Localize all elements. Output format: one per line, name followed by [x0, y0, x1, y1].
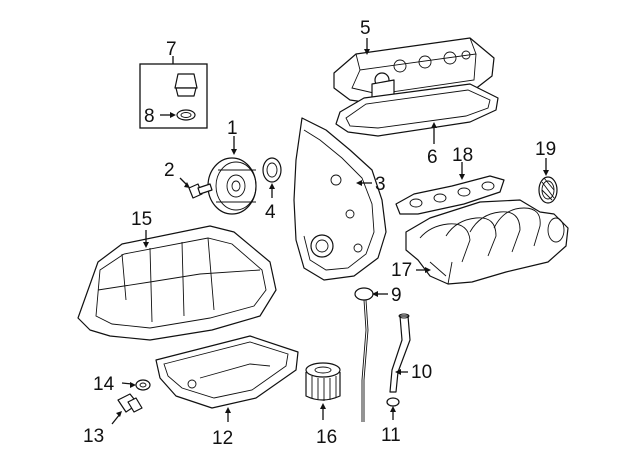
callout-10: 10 — [411, 362, 432, 383]
oil-filler-cap — [174, 73, 198, 89]
callout-17: 17 — [391, 260, 412, 281]
callout-14: 14 — [93, 374, 115, 395]
oil-seal-group[interactable] — [262, 157, 282, 198]
callout-19: 19 — [535, 139, 556, 160]
intake-manifold — [405, 199, 569, 285]
cap-gasket — [176, 109, 196, 121]
callout-3: 3 — [375, 174, 386, 195]
valve-cover-gasket-group[interactable] — [335, 83, 499, 144]
oil-pan-lower-group[interactable] — [155, 335, 299, 422]
crank-pulley-group[interactable] — [207, 136, 257, 215]
pulley-bolt-group[interactable] — [179, 177, 213, 199]
drain-plug-gasket — [135, 379, 151, 391]
callout-4: 4 — [265, 202, 276, 223]
callout-8: 8 — [144, 106, 155, 127]
callout-9: 9 — [391, 285, 402, 306]
drain-gasket-group[interactable] — [121, 379, 151, 391]
oil-filter — [305, 372, 341, 401]
callout-18: 18 — [452, 145, 473, 166]
oil-filter-group[interactable] — [305, 362, 341, 420]
oil-pan-upper — [77, 225, 277, 341]
oil-seal — [262, 157, 282, 183]
leader-2 — [179, 177, 188, 186]
oil-filler-cap-group[interactable] — [139, 56, 208, 129]
callout-13: 13 — [83, 426, 104, 447]
intake-gasket-group[interactable] — [395, 162, 505, 215]
dipstick-group[interactable] — [354, 287, 388, 422]
drain-plug-group[interactable] — [111, 393, 143, 425]
callout-5: 5 — [360, 18, 371, 39]
callout-2: 2 — [164, 160, 175, 181]
callout-12: 12 — [212, 428, 233, 449]
oil-pan-lower — [155, 335, 299, 409]
callout-11: 11 — [381, 425, 401, 446]
intake-manifold-gasket — [395, 175, 505, 215]
dipstick-tube-group[interactable] — [389, 313, 411, 393]
intake-manifold-group[interactable] — [405, 199, 569, 285]
dipstick-tube — [389, 315, 411, 393]
callout-6: 6 — [427, 147, 438, 168]
callout-7: 7 — [166, 39, 177, 60]
timing-cover — [293, 117, 387, 281]
throttle-gasket-group[interactable] — [538, 158, 558, 204]
oil-pan-upper-group[interactable] — [77, 225, 277, 341]
callout-1: 1 — [227, 118, 238, 139]
callout-16: 16 — [316, 427, 337, 448]
callout-15: 15 — [131, 209, 152, 230]
valve-cover-gasket — [335, 83, 499, 137]
timing-cover-group[interactable] — [293, 117, 387, 281]
tube-oring-group[interactable] — [386, 397, 400, 420]
tube-o-ring — [386, 397, 400, 407]
dipstick — [354, 287, 374, 301]
